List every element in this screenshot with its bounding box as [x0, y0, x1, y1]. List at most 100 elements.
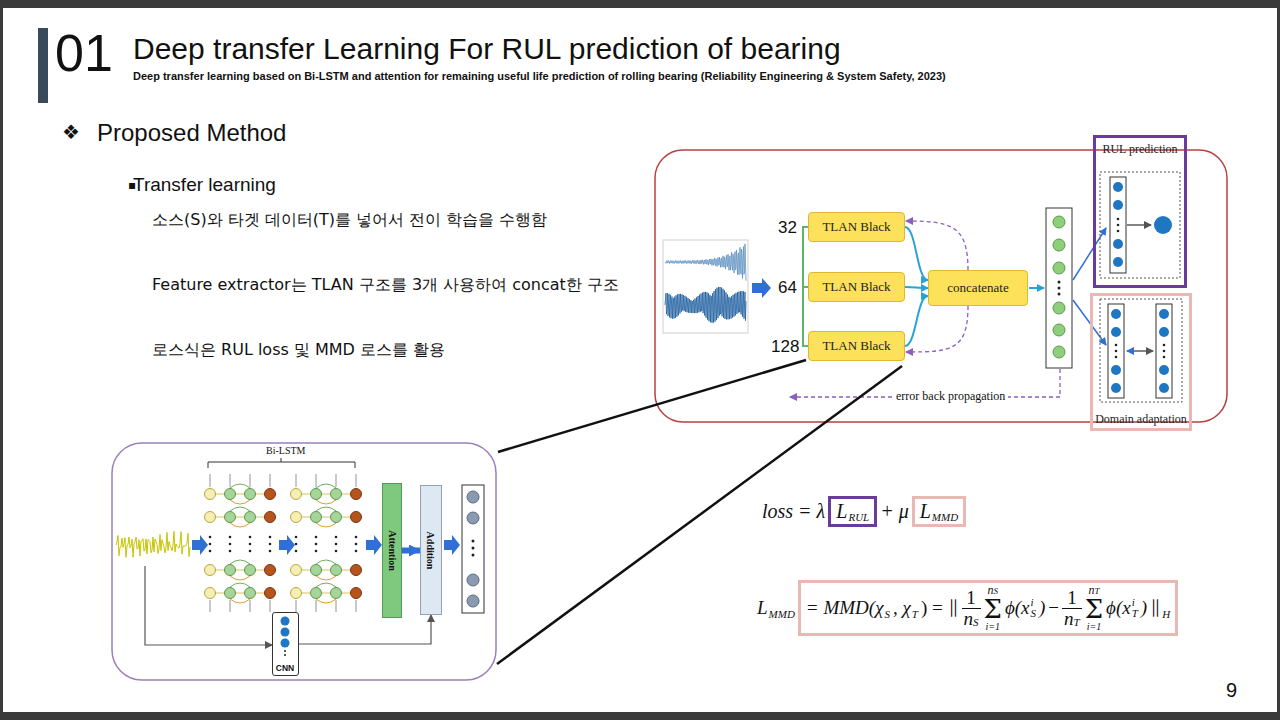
subheading: Transfer learning: [133, 174, 276, 196]
formula-text: S: [885, 609, 891, 620]
signal-waves: [665, 244, 746, 323]
ellipsis-dot: [335, 550, 338, 553]
lstm-cell: [265, 512, 276, 523]
ellipsis-dot: [295, 543, 298, 546]
formula-text: Σ: [1085, 596, 1103, 622]
ellipsis-dot: [355, 543, 358, 546]
lstm-cell: [205, 512, 216, 523]
node-text: RUL prediction: [1102, 142, 1177, 157]
ellipsis-dots: [472, 540, 475, 557]
body-text: Feature extractor는 TLAN 구조를 3개 사용하여 conc…: [152, 276, 619, 294]
node-text: TLAN Black: [822, 219, 890, 235]
formula-highlight: LMMD: [912, 496, 966, 527]
node-text: CNN: [276, 663, 294, 673]
formula-text: MMD: [769, 609, 795, 620]
ellipsis-dot: [229, 550, 232, 553]
cell-wire: [316, 600, 317, 612]
lstm-cell: [245, 588, 256, 599]
ellipsis-dot: [315, 550, 318, 553]
lstm-cell: [205, 565, 216, 576]
flow-arrow: [1073, 228, 1106, 280]
formula-text: ∥: [1150, 595, 1161, 621]
cell-link: [210, 494, 270, 495]
zoom-line: [498, 360, 806, 452]
adapt-neurons: [1111, 309, 1169, 393]
signal-wave: [665, 287, 746, 323]
ellipsis-dot: [249, 550, 252, 553]
formula-scripts: iS: [1031, 597, 1037, 619]
slide-title: Deep transfer Learning For RUL predictio…: [133, 32, 841, 67]
formula-text: i=1: [985, 622, 1000, 632]
formula-text: , χ: [893, 597, 911, 619]
cell-link: [316, 576, 336, 580]
cell-link: [296, 570, 356, 571]
formula-text: i=1: [1087, 622, 1102, 632]
cell-link: [210, 570, 270, 571]
tlan-block: TLAN Black: [808, 331, 905, 361]
formula-text: T: [1132, 608, 1138, 619]
formula-text: loss = λ: [762, 500, 825, 523]
lstm-cell: [245, 565, 256, 576]
ellipsis-dot: [209, 550, 212, 553]
attention-bar: Attention: [382, 483, 402, 618]
formula-group: LRUL: [836, 500, 869, 523]
formula-text: n: [1088, 584, 1094, 596]
cell-link: [230, 560, 250, 564]
cell-link: [316, 484, 336, 488]
lstm-cell: [291, 565, 302, 576]
cell-link: [316, 560, 336, 564]
formula-group: = MMD(χS: [806, 597, 890, 619]
ellipsis-dot: [269, 543, 272, 546]
signal-wave: [665, 244, 746, 281]
cell-link: [316, 523, 336, 527]
lstm-cell: [311, 512, 322, 523]
formula-text: ): [1039, 597, 1045, 619]
rul-head-box: RUL prediction: [1093, 135, 1187, 288]
cell-wire: [210, 600, 211, 612]
formula-group: ∥H: [1150, 595, 1170, 621]
ellipsis-dot: [355, 536, 358, 539]
lstm-cell: [265, 565, 276, 576]
tlan-block: TLAN Black: [808, 212, 905, 242]
cell-wire: [356, 474, 357, 487]
lstm-cell: [331, 588, 342, 599]
loss-formula: loss = λLRUL+ μLMMD: [762, 496, 966, 527]
cell-link: [316, 500, 336, 504]
lstm-cell: [245, 489, 256, 500]
formula-text: 1: [966, 588, 976, 608]
lstm-cell: [245, 512, 256, 523]
adapt-column: [1156, 304, 1172, 398]
ellipsis-dot: [249, 536, 252, 539]
ellipsis-dots: [1115, 344, 1166, 359]
ellipsis-dot: [315, 543, 318, 546]
formula-text: n: [987, 584, 993, 596]
formula-group: LMMD: [920, 500, 958, 523]
formula-text: −: [1048, 597, 1059, 619]
ellipsis-dot: [249, 543, 252, 546]
formula-sum: nTΣi=1: [1085, 584, 1103, 632]
formula-text: T: [1074, 617, 1080, 628]
subtitle: Deep transfer learning based on Bi-LSTM …: [133, 70, 946, 83]
formula-text: Σ: [984, 596, 1002, 622]
flow-label: error back propagation: [893, 390, 1008, 404]
ellipsis-dot: [209, 536, 212, 539]
input-arrow: [752, 278, 771, 298]
formula-text: T: [912, 609, 918, 620]
domain-box: Domain adaptation: [1090, 293, 1192, 431]
head-frame: [1100, 172, 1180, 278]
adapt-frame: [1100, 299, 1182, 402]
formula-text: S: [993, 587, 998, 596]
lstm-cell: [265, 489, 276, 500]
ellipsis-dots: [1117, 218, 1120, 233]
ellipsis-dot: [295, 550, 298, 553]
waveform: [116, 531, 190, 557]
flow-arrow: [1029, 287, 1044, 289]
connector: [906, 306, 968, 352]
cell-link: [296, 494, 356, 495]
cell-link: [230, 576, 250, 580]
node-text: TLAN Black: [822, 338, 890, 354]
formula-highlight: = MMD(χS, χT) = ∥1nSnSΣi=1ϕ(xiS)−1nTnTΣi…: [798, 580, 1178, 636]
addition-bar: Addition: [420, 485, 442, 615]
cnn-neurons: [281, 617, 290, 648]
